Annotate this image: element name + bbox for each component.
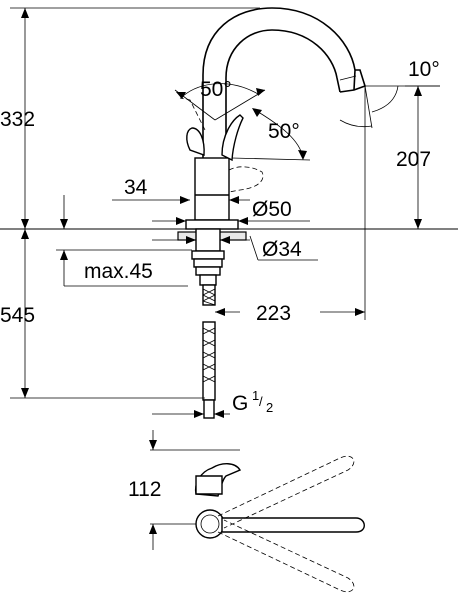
connection-fraction-numerator: 1: [252, 388, 259, 403]
spout-reach-dimension: [215, 130, 366, 320]
connection-dimension: [152, 410, 230, 418]
body-width-label: 34: [124, 176, 148, 199]
upper-height-label: 332: [0, 108, 35, 131]
connection-fraction-denominator: 2: [266, 400, 273, 415]
spout: [202, 7, 366, 158]
connection-fraction-slash: /: [259, 394, 263, 409]
base-diameter-dimension: [152, 217, 310, 225]
angle-swivel-marker: [174, 83, 266, 121]
top-view-lever: [149, 430, 365, 593]
hole-diameter-dimension: [152, 235, 318, 261]
angle-lever-marker: [231, 108, 311, 161]
angle-tilt-label: 10°: [408, 58, 440, 81]
angle-tilt-marker: [339, 85, 440, 130]
lever-depth-label: 112: [128, 478, 161, 501]
supply-hoses: [202, 284, 216, 419]
spout-height-label: 207: [396, 148, 431, 171]
faucet-body: [185, 157, 239, 230]
upper-height-dimension: [10, 7, 260, 229]
max-thickness-dimension: [56, 195, 192, 287]
hole-diameter-label: Ø34: [262, 238, 302, 261]
body-width-dimension: [112, 196, 250, 204]
lower-height-dimension: [10, 229, 205, 399]
base-diameter-label: Ø50: [252, 198, 292, 221]
max-thickness-label: max.45: [84, 260, 153, 283]
lower-height-label: 545: [0, 304, 35, 327]
spout-height-dimension: [405, 85, 440, 229]
lever-handle: [186, 114, 244, 162]
angle-lever-label: 50°: [268, 120, 300, 143]
spout-reach-label: 223: [256, 302, 291, 325]
lever-rotated-position: [179, 97, 264, 193]
connection-label: G: [232, 392, 248, 415]
angle-swivel-label: 50°: [200, 78, 232, 101]
